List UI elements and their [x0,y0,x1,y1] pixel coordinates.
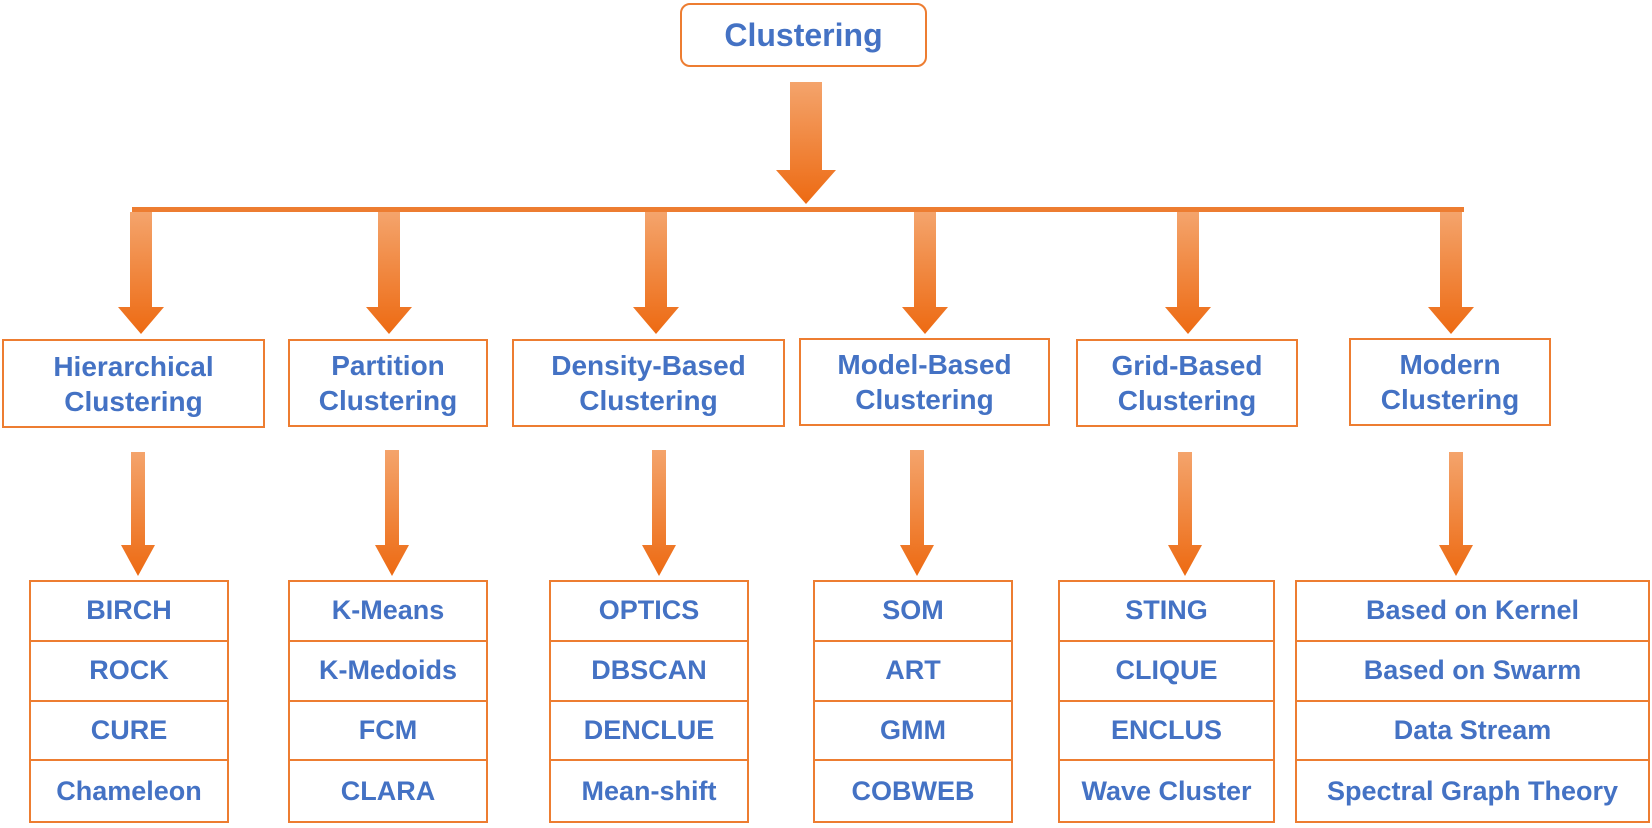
category-label-line2: Clustering [318,385,458,416]
category-label-line1: Grid-Based [1111,350,1263,381]
method-item: ENCLUS [1060,702,1273,762]
root-node: Clustering [680,3,927,67]
method-item: Chameleon [56,775,202,806]
method-item: CLIQUE [1060,642,1273,702]
method-item: ROCK [31,642,227,702]
category-label-line1: Partition [331,350,445,381]
method-item: BIRCH [31,582,227,642]
category-arrow [1165,212,1211,334]
category-label-line2: Clustering [855,384,994,415]
category-label-line1: Hierarchical [53,350,214,382]
root-label: Clustering [724,16,883,53]
root-arrow [776,82,836,204]
category-modern: Modern Clustering [1349,338,1551,426]
method-item: K-Medoids [290,642,486,702]
method-arrow [1168,452,1202,576]
method-arrow [1439,452,1473,576]
method-item: SOM [815,582,1011,642]
method-item: DBSCAN [551,642,747,702]
branch-connector [132,207,1464,212]
method-item: Mean-shift [581,775,717,806]
category-partition: Partition Clustering [288,339,488,427]
method-arrow [121,452,155,576]
method-arrow [642,450,676,576]
method-item: Data Stream [1297,702,1648,762]
method-item: FCM [290,702,486,762]
method-item: STING [1060,582,1273,642]
category-grid-based: Grid-Based Clustering [1076,339,1298,427]
method-item: Based on Kernel [1297,582,1648,642]
category-label-line1: Model-Based [837,349,1012,380]
category-label-line1: Modern [1399,349,1501,380]
method-item: OPTICS [551,582,747,642]
category-label-line2: Clustering [64,385,203,417]
category-arrow [118,212,164,334]
methods-list-density-based: OPTICS DBSCAN DENCLUE Mean-shift [549,580,749,823]
methods-list-modern: Based on Kernel Based on Swarm Data Stre… [1295,580,1650,823]
method-item: CLARA [340,775,436,806]
category-hierarchical: Hierarchical Clustering [2,339,265,428]
method-arrow [900,450,934,576]
method-item: CURE [31,702,227,762]
category-label-line2: Clustering [1380,384,1520,415]
category-density-based: Density-Based Clustering [512,339,785,427]
method-item: COBWEB [851,775,975,806]
methods-list-hierarchical: BIRCH ROCK CURE Chameleon [29,580,229,823]
method-item: Based on Swarm [1297,642,1648,702]
methods-list-grid-based: STING CLIQUE ENCLUS Wave Cluster [1058,580,1275,823]
category-model-based: Model-Based Clustering [799,338,1050,426]
category-arrow [633,212,679,334]
method-item: DENCLUE [551,702,747,762]
method-item: GMM [815,702,1011,762]
methods-list-partition: K-Means K-Medoids FCM CLARA [288,580,488,823]
methods-list-model-based: SOM ART GMM COBWEB [813,580,1013,823]
method-item: K-Means [290,582,486,642]
method-item: ART [815,642,1011,702]
category-label-line1: Density-Based [551,350,746,381]
category-arrow [366,212,412,334]
category-label-line2: Clustering [579,385,718,416]
category-arrow [902,212,948,334]
method-arrow [375,450,409,576]
category-arrow [1428,212,1474,334]
method-item: Wave Cluster [1081,775,1252,806]
method-item: Spectral Graph Theory [1326,775,1619,806]
category-label-line2: Clustering [1117,385,1257,416]
